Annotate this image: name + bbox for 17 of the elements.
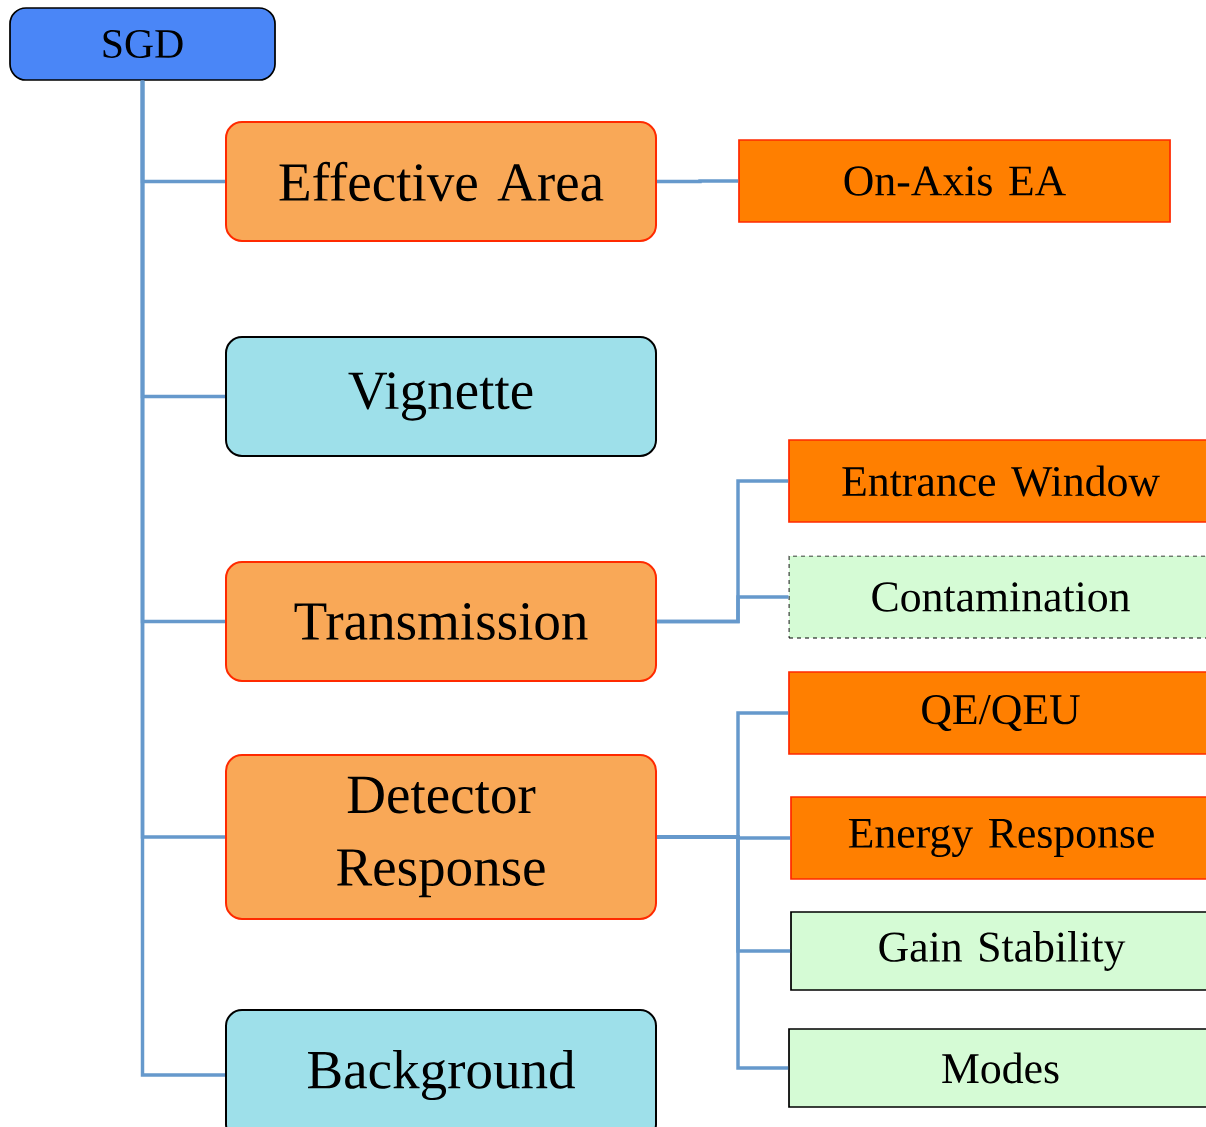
item-box: Entrance Window (788, 439, 1206, 523)
connector-line (657, 179, 739, 184)
item-box: Contamination (788, 555, 1206, 639)
item-box: On-Axis EA (738, 139, 1171, 223)
category-box: Vignette (225, 336, 657, 457)
connector-line (657, 595, 789, 624)
item-box: QE/QEU (788, 671, 1206, 755)
connector-line (657, 835, 789, 1070)
connector-line (140, 80, 225, 1077)
category-box: Detector Response (225, 754, 657, 920)
root-box: SGD (9, 7, 276, 81)
category-box: Effective Area (225, 121, 657, 242)
item-box: Modes (788, 1028, 1206, 1108)
item-box: Energy Response (790, 796, 1206, 880)
item-box: Gain Stability (790, 911, 1206, 991)
category-box: Background (225, 1009, 657, 1127)
category-box: Transmission (225, 561, 657, 682)
